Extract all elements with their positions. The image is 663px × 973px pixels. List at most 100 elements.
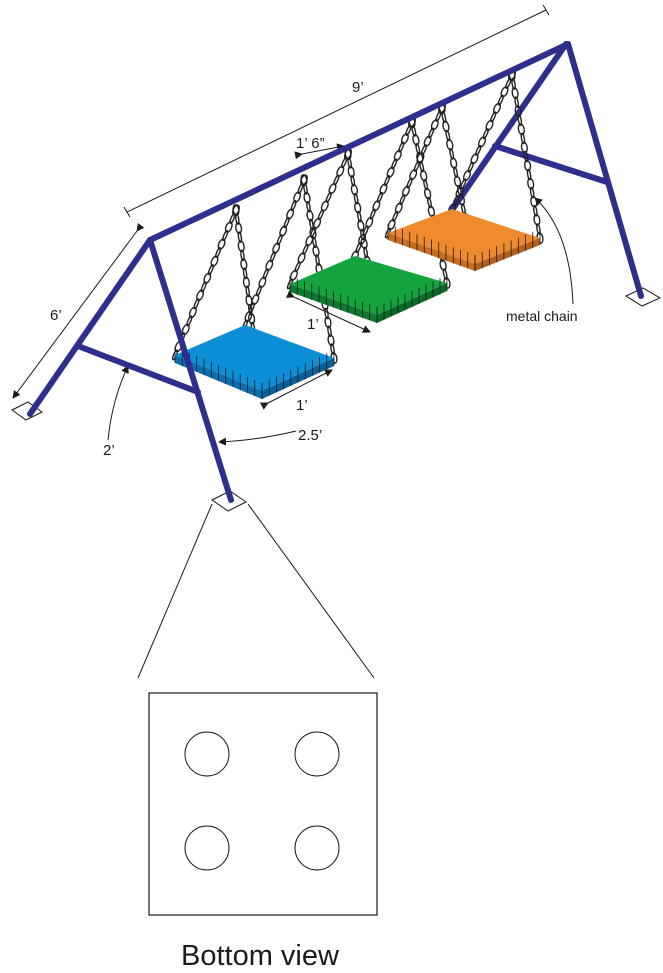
chain-link: [372, 200, 381, 212]
chain-link: [428, 127, 435, 139]
width-dimension-line: [12, 222, 145, 399]
chain-link: [196, 289, 205, 301]
seat-right-top: [388, 209, 540, 264]
chain-link: [203, 272, 212, 284]
seat-middle-top: [290, 256, 447, 315]
chain-link: [517, 114, 523, 127]
plate-front-left: [11, 401, 43, 421]
bottom-plate: [148, 692, 378, 916]
chain-link: [423, 178, 429, 191]
chain-link: [511, 78, 516, 90]
chain-link: [186, 315, 193, 327]
chain-link: [269, 251, 276, 263]
chain-link: [276, 234, 283, 246]
metal-chains: [171, 69, 544, 397]
seat-right: [387, 209, 541, 271]
chain-link: [327, 334, 335, 347]
chain-link: [217, 238, 226, 250]
seat-depth-label: 1’: [296, 397, 308, 414]
bolt-hole-top-right: [294, 731, 340, 777]
chain-link: [449, 148, 455, 160]
chain-link: [248, 302, 255, 314]
chain-link: [355, 242, 362, 254]
chain-link: [369, 208, 376, 220]
chain-link: [237, 240, 245, 253]
chain-link: [500, 86, 509, 98]
chain-link: [413, 160, 420, 172]
chain-link: [398, 141, 405, 153]
chain-link: [514, 96, 520, 109]
chain-link: [412, 134, 420, 146]
chain-link: [391, 158, 398, 170]
chain-link: [294, 261, 301, 273]
chain-link: [482, 128, 489, 140]
chain-link: [200, 281, 207, 293]
chain-link: [536, 223, 541, 235]
chain-link: [240, 249, 245, 262]
back-right-leg: [565, 41, 644, 299]
chain-link: [302, 243, 309, 255]
chain-link: [315, 254, 320, 266]
chain-link: [393, 149, 402, 162]
seat-depth-dimension-line: [259, 369, 333, 410]
chain-link: [430, 119, 439, 131]
chain-link: [353, 192, 359, 205]
width-label: 6’: [50, 307, 62, 324]
seat-left-top: [175, 325, 334, 391]
chain-link: [420, 169, 428, 182]
leg-leader: [218, 430, 297, 446]
chain-link: [312, 236, 317, 249]
chain-link: [477, 136, 487, 148]
chain-link: [365, 216, 374, 229]
chain-link: [245, 285, 250, 298]
chain-link: [297, 252, 306, 264]
chain-link: [330, 343, 335, 355]
chain-link: [376, 191, 384, 203]
chain-link: [470, 153, 479, 165]
labels: 9’ 6’ 1’ 6” 1’ 1’ 2’ 2.5’ metal chain Bo…: [50, 79, 578, 972]
chain-link: [520, 132, 526, 145]
chain-link: [237, 231, 243, 244]
chain-link: [265, 259, 274, 271]
chain-label: metal chain: [506, 308, 578, 324]
chain-link: [262, 268, 269, 280]
chain-link: [244, 310, 253, 323]
chain-link: [411, 125, 417, 137]
chain-link: [449, 157, 458, 169]
detail-line-right: [247, 503, 375, 679]
chain-link: [524, 159, 532, 172]
chain-link: [394, 202, 403, 214]
chain-link: [293, 191, 302, 203]
chain-link: [520, 141, 528, 154]
span-label: 9’: [352, 79, 364, 96]
chain-link: [309, 227, 317, 240]
chain-link: [328, 183, 337, 195]
chain-link: [306, 209, 314, 222]
chain-link: [462, 169, 472, 182]
chain-link: [423, 187, 432, 200]
chain-link: [460, 178, 467, 190]
chain-link: [416, 152, 425, 164]
chain-link: [409, 169, 418, 181]
chain-link: [240, 258, 248, 271]
chain-link: [232, 204, 240, 216]
chain-link: [358, 233, 367, 245]
chain-link: [320, 200, 329, 212]
bolt-hole-bottom-left: [184, 825, 230, 871]
chain-link: [392, 210, 399, 222]
chain-link: [441, 111, 447, 123]
chain-link: [289, 269, 298, 281]
chain-link: [452, 195, 459, 207]
seat-width-dimension-line: [285, 290, 371, 333]
chain-link: [317, 209, 325, 221]
chain-link: [312, 245, 320, 258]
chain-link: [386, 166, 395, 178]
chain-link: [445, 129, 451, 142]
seat-width-label: 1’: [307, 316, 319, 333]
chain-link: [224, 221, 233, 233]
chain-link: [235, 213, 240, 225]
chain-link: [497, 94, 504, 106]
chain-link: [193, 298, 200, 310]
swing-seats: [174, 209, 541, 399]
chain-link: [523, 150, 529, 163]
